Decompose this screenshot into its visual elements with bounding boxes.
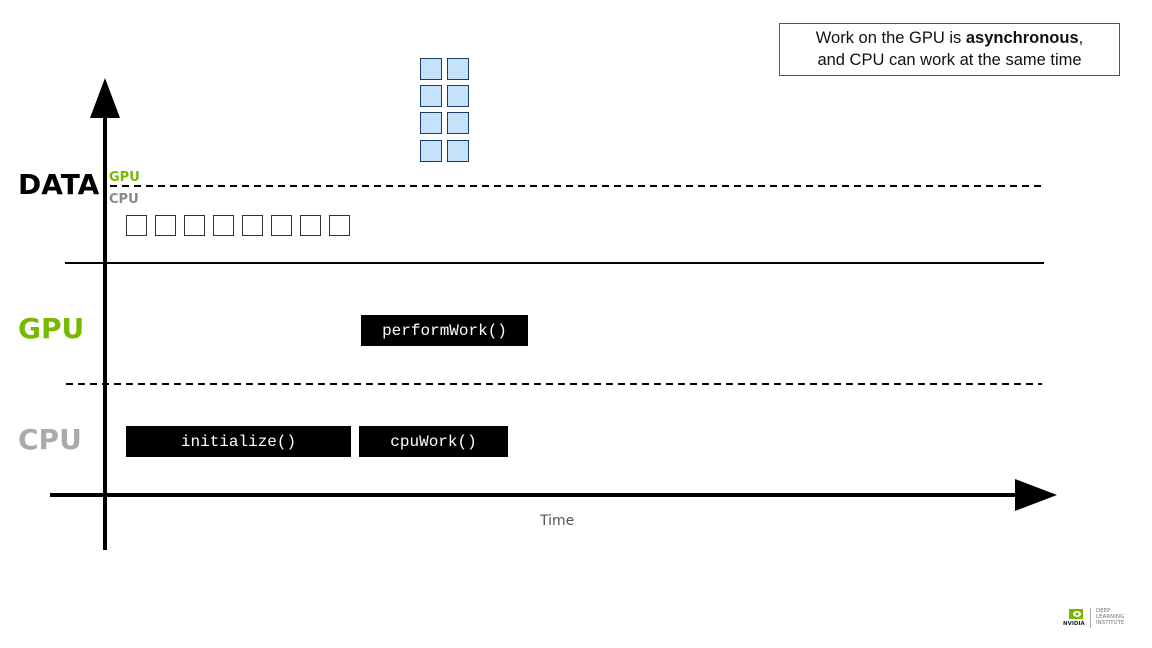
cpu-data-cell — [184, 215, 205, 236]
note-text-bold: asynchronous — [965, 29, 1079, 47]
note-text-prefix: Work on the GPU is — [815, 29, 966, 47]
nvidia-wordmark: NVIDIA — [1063, 621, 1085, 627]
gpu-perform-work-block: performWork() — [361, 315, 528, 346]
gpu-data-cell — [447, 140, 469, 162]
cpu-data-cell — [126, 215, 147, 236]
logo-line-2: LEARNING — [1096, 614, 1125, 620]
logo-divider — [1090, 608, 1091, 628]
gpu-data-cell — [447, 58, 469, 80]
gpu-data-cell — [420, 140, 442, 162]
cpu-work-block: cpuWork() — [359, 426, 508, 457]
cpu-data-cell — [155, 215, 176, 236]
mini-label-cpu: CPU — [109, 192, 139, 207]
row-label-data: DATA — [18, 168, 100, 201]
gpu-data-cell — [420, 112, 442, 134]
gpu-data-cell — [420, 58, 442, 80]
row-label-gpu: GPU — [18, 312, 85, 345]
y-axis-arrowhead — [90, 78, 120, 118]
nvidia-eye-icon — [1069, 609, 1083, 619]
cpu-data-cell — [213, 215, 234, 236]
cpu-data-cell — [329, 215, 350, 236]
note-text-line2: and CPU can work at the same time — [817, 51, 1082, 69]
x-axis-arrowhead — [1015, 479, 1057, 511]
x-axis-label: Time — [540, 513, 575, 529]
row-label-cpu: CPU — [18, 423, 82, 456]
gpu-data-cell — [420, 85, 442, 107]
cpu-data-cell — [271, 215, 292, 236]
note-text-suffix: , — [1078, 29, 1084, 47]
gpu-data-cell — [447, 112, 469, 134]
gpu-data-cell — [447, 85, 469, 107]
nvidia-dli-logo: NVIDIA DEEP LEARNING INSTITUTE — [1063, 608, 1143, 632]
logo-text: DEEP LEARNING INSTITUTE — [1096, 608, 1124, 626]
logo-line-1: DEEP — [1096, 608, 1111, 614]
cpu-data-cell — [242, 215, 263, 236]
logo-line-3: INSTITUTE — [1096, 620, 1125, 626]
cpu-data-cell — [300, 215, 321, 236]
mini-label-gpu: GPU — [109, 170, 140, 185]
cpu-initialize-block: initialize() — [126, 426, 351, 457]
callout-note: Work on the GPU is asynchronous, and CPU… — [779, 23, 1120, 76]
